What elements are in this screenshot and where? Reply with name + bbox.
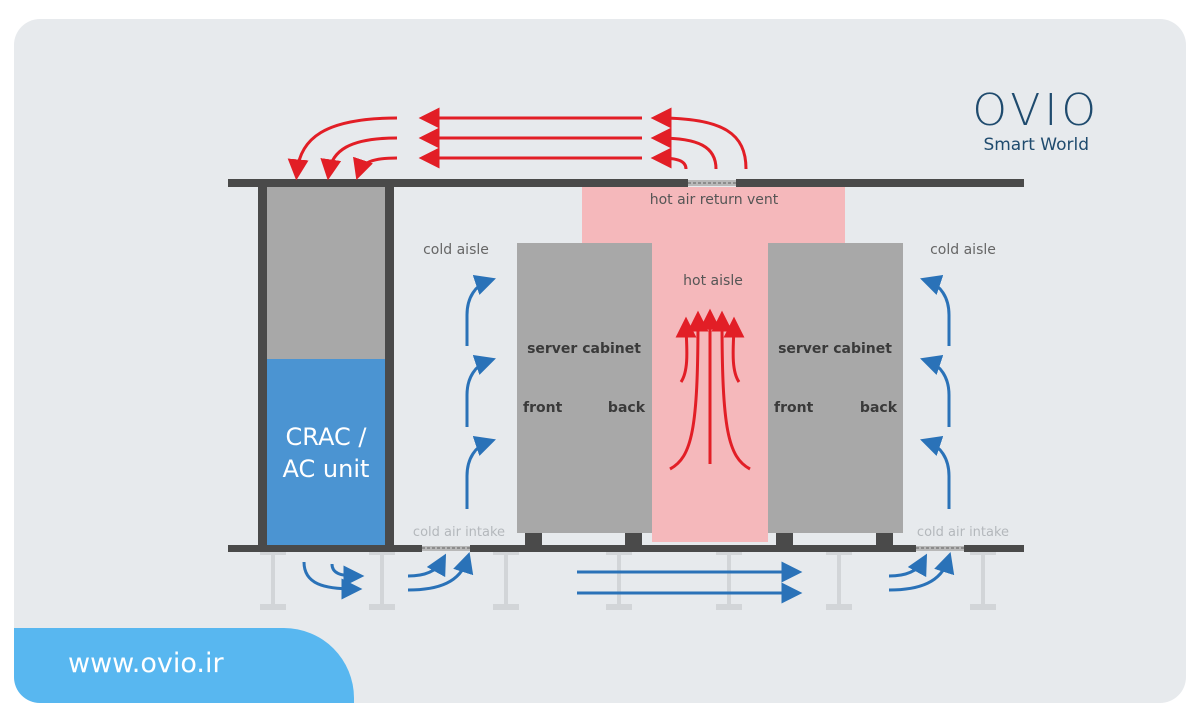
hot-rise-arrow: [675, 316, 697, 383]
crac-wall-left: [258, 184, 267, 549]
website-url[interactable]: www.ovio.ir: [68, 648, 224, 679]
cold-air-intake-grate-right: [916, 546, 964, 551]
server-cabinet-left: [517, 243, 652, 533]
front-label-left: front: [523, 400, 563, 416]
hot-rise-arrow: [669, 310, 709, 471]
hot-return-arrow: [353, 156, 398, 180]
underfloor-arrow: [330, 563, 365, 587]
floor-support: [260, 550, 286, 610]
floor-supports: [260, 550, 996, 610]
cold-rise-arrow: [465, 275, 496, 346]
hot-air-return-vent-grate: [688, 180, 736, 186]
floor-support: [493, 550, 519, 610]
crac-wall-right: [385, 184, 394, 549]
floor-right: [964, 545, 1024, 552]
ceiling-left: [228, 179, 688, 187]
back-label-right: back: [860, 400, 898, 416]
brand-logo: OVIO Smart World: [972, 85, 1100, 156]
cold-air-intake-label-left: cold air intake: [413, 525, 505, 540]
hot-return-arrow: [650, 127, 718, 170]
hot-rise-arrow: [711, 310, 751, 471]
logo-wordmark: OVIO: [972, 85, 1100, 136]
cold-rise-arrow: [465, 436, 496, 509]
floor-support: [369, 550, 395, 610]
hot-return-arrow: [650, 147, 688, 170]
floor-support: [716, 550, 742, 610]
cold-rise-arrow: [920, 436, 951, 509]
hot-air-return-vent-label: hot air return vent: [650, 192, 779, 208]
cold-rise-arrow: [465, 355, 496, 427]
underfloor-arrow: [888, 551, 955, 592]
cold-aisle-arrows-left: [465, 275, 496, 509]
server-cabinet-label-left: server cabinet: [527, 341, 641, 357]
underfloor-arrow: [302, 561, 363, 600]
hot-rise-arrow: [723, 316, 745, 383]
server-cabinet-label-right: server cabinet: [778, 341, 892, 357]
hot-aisle-label: hot aisle: [683, 273, 743, 289]
hot-return-arrow: [320, 136, 398, 181]
floor-left: [228, 545, 422, 552]
underfloor-arrow: [888, 553, 928, 578]
cold-aisle-label-left: cold aisle: [423, 242, 489, 258]
cold-air-intake-label-right: cold air intake: [917, 525, 1009, 540]
logo-tagline: Smart World: [983, 135, 1089, 155]
cabinet-foot: [525, 533, 542, 545]
crac-label-line1: CRAC /: [286, 423, 368, 451]
diagram-card: hot air return vent cold aisle cold aisl…: [14, 19, 1186, 703]
airflow-diagram: hot air return vent cold aisle cold aisl…: [228, 107, 1024, 610]
hot-aisle-zone: [582, 187, 845, 542]
underfloor-arrow: [407, 553, 447, 578]
front-label-right: front: [774, 400, 814, 416]
underfloor-arrows: [302, 551, 955, 604]
crac-unit-upper: [267, 187, 385, 359]
cabinet-foot: [776, 533, 793, 545]
cold-aisle-label-right: cold aisle: [930, 242, 996, 258]
crac-label-line2: AC unit: [283, 455, 370, 483]
floor-middle: [470, 545, 916, 552]
cold-rise-arrow: [920, 275, 951, 346]
cold-air-intake-grate-left: [422, 546, 470, 551]
ceiling-right: [736, 179, 1024, 187]
underfloor-arrow: [407, 551, 474, 592]
floor-support: [970, 550, 996, 610]
hot-aisle-arrows: [669, 308, 751, 471]
floor-support: [826, 550, 852, 610]
cold-aisle-arrows-right: [920, 275, 951, 509]
floor-support: [606, 550, 632, 610]
hot-return-arrow: [650, 107, 748, 170]
cabinet-foot: [876, 533, 893, 545]
hot-air-return-arrows: [287, 107, 748, 181]
server-cabinet-right: [768, 243, 903, 533]
cold-rise-arrow: [920, 355, 951, 427]
cabinet-foot: [625, 533, 642, 545]
url-badge: www.ovio.ir: [14, 628, 354, 703]
back-label-left: back: [608, 400, 646, 416]
hot-return-arrow: [287, 116, 398, 181]
crac-unit: [267, 359, 385, 545]
